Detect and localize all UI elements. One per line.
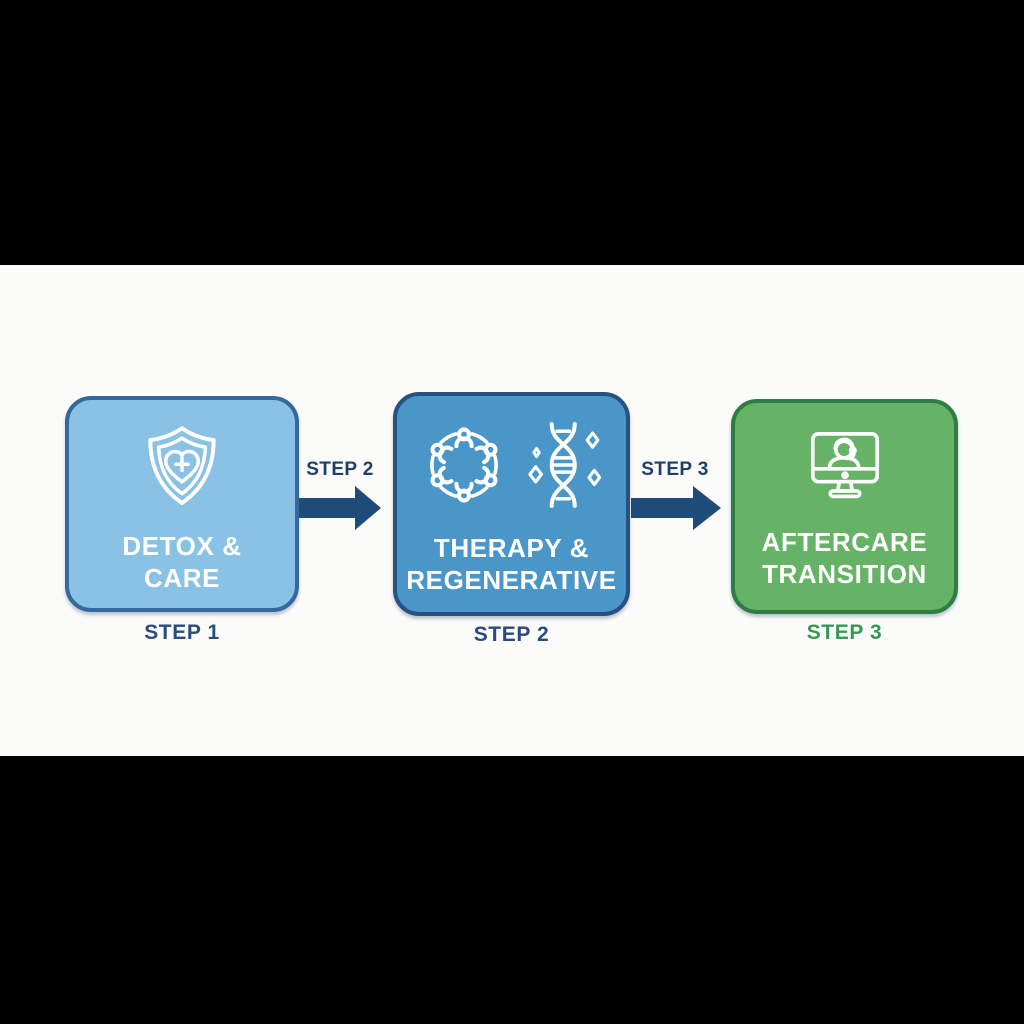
step2-title-line2: REGENERATIVE [406, 565, 617, 595]
telehealth-monitor-icon [810, 432, 879, 499]
step1-title-line2: CARE [143, 563, 221, 593]
shield-heart-icon [148, 426, 216, 505]
arrow-right-icon [631, 486, 721, 530]
step2-icon-row [397, 420, 626, 510]
step3-caption: STEP 3 [806, 621, 883, 644]
step1-icon-row [69, 422, 295, 510]
group-therapy-circle-icon [429, 427, 498, 503]
step1-title-line1: DETOX & [122, 531, 242, 561]
step3-title: AFTERCARE TRANSITION [735, 526, 954, 590]
step-card-aftercare-transition: AFTERCARE TRANSITION [731, 399, 958, 614]
step-card-detox-care: DETOX & CARE [65, 396, 299, 612]
step-card-therapy-regenerative: THERAPY & REGENERATIVE [393, 392, 630, 616]
arrow-right-icon [299, 486, 381, 530]
connector2-label: STEP 3 [641, 459, 709, 480]
step2-title-line1: THERAPY & [433, 533, 590, 563]
step3-icon-row [735, 421, 954, 513]
dna-sparkle-icon [527, 422, 601, 508]
step3-title-line1: AFTERCARE [761, 527, 928, 557]
step3-title-line2: TRANSITION [762, 559, 927, 589]
step1-title: DETOX & CARE [69, 530, 295, 594]
connector1-label: STEP 2 [306, 459, 374, 480]
step2-title: THERAPY & REGENERATIVE [397, 532, 626, 596]
step1-caption: STEP 1 [144, 621, 220, 644]
step2-caption: STEP 2 [473, 623, 550, 646]
